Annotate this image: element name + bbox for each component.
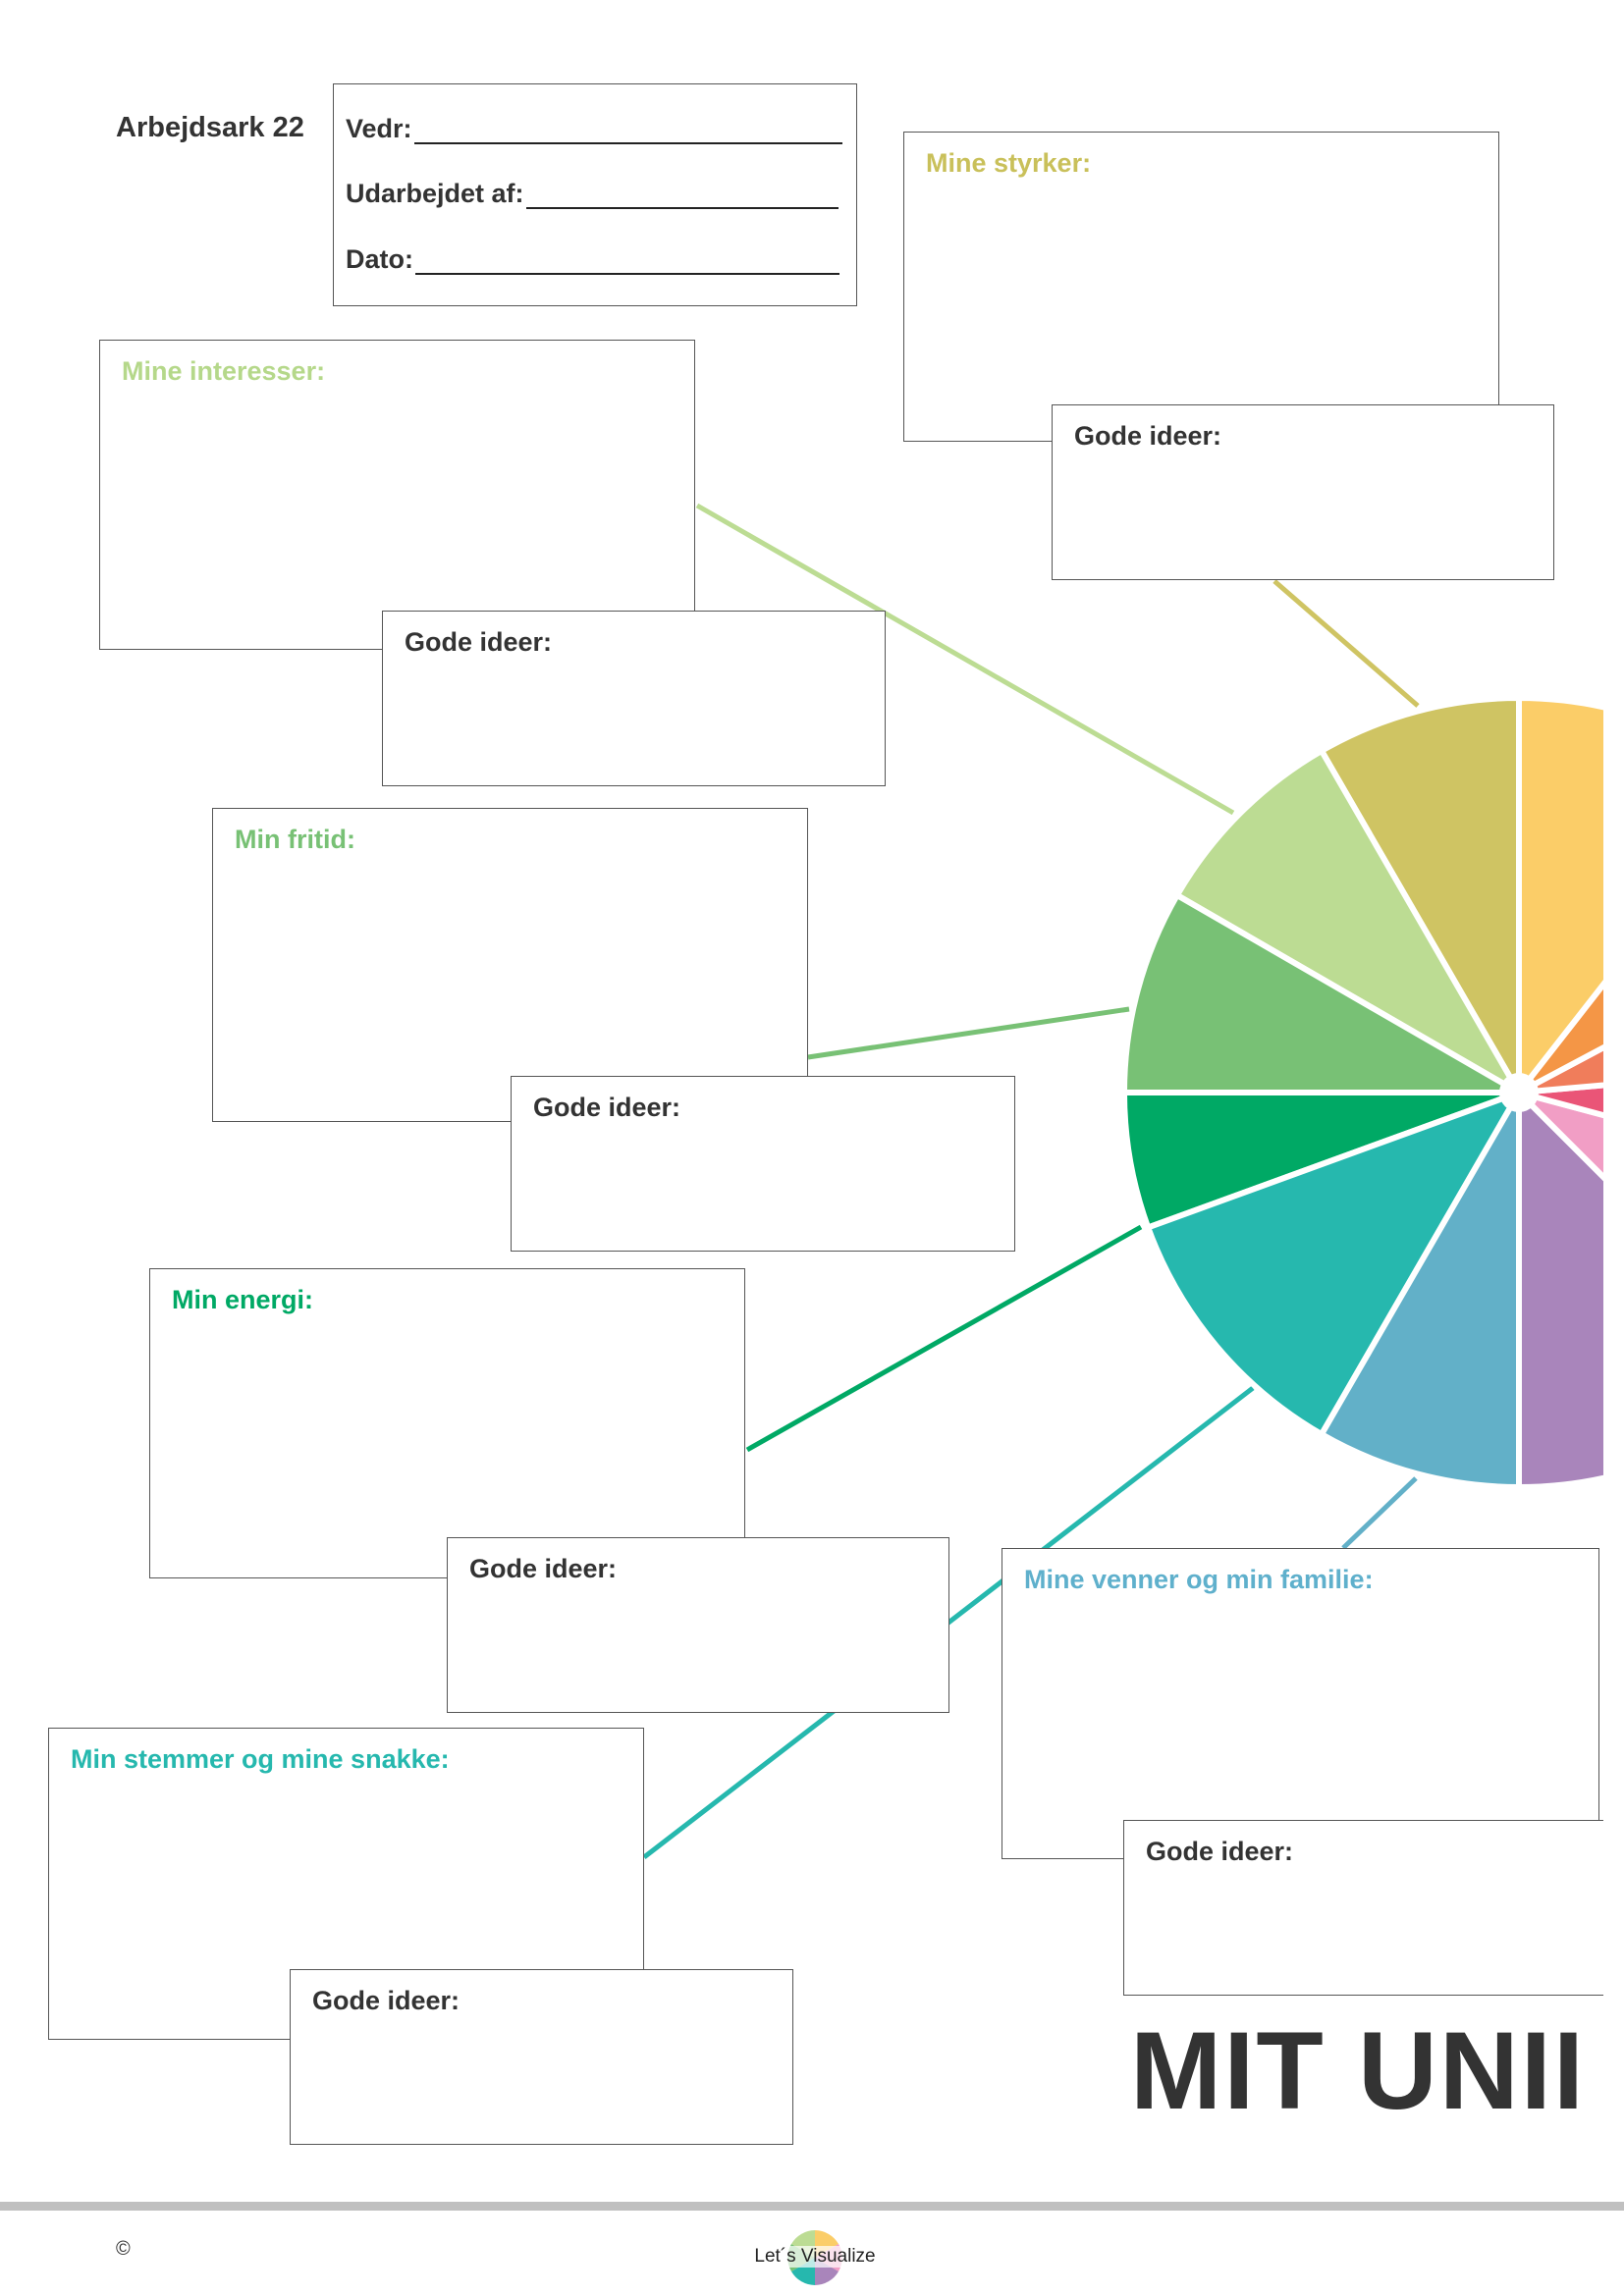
energi-box[interactable]: Min energi: [149,1268,745,1578]
styrker-ideas-label: Gode ideer: [1074,421,1222,451]
venner-ideas-label: Gode ideer: [1146,1837,1294,1866]
field-udarbejdet[interactable]: Udarbejdet af: [346,179,839,209]
interesser-box[interactable]: Mine interesser: [99,340,695,650]
styrker-label: Mine styrker: [926,148,1092,178]
connector-interesser [695,503,1235,816]
energi-ideas-box[interactable]: Gode ideer: [447,1537,949,1713]
copyright-symbol: © [116,2238,131,2260]
lets-visualize-logo: Let´s Visualize [751,2228,879,2287]
wheel-segment-pink [1508,1087,1603,1182]
fritid-ideas-box[interactable]: Gode ideer: [511,1076,1015,1252]
wheel-center [1499,1073,1539,1112]
wheel-segment-stemmer [1144,1087,1526,1439]
header-box: Vedr: Udarbejdet af: Dato: [333,83,857,306]
stemmer-ideas-box[interactable]: Gode ideer: [290,1969,793,2145]
dato-line[interactable] [415,249,839,275]
interesser-ideas-box[interactable]: Gode ideer: [382,611,886,786]
interesser-label: Mine interesser: [122,356,326,386]
field-dato[interactable]: Dato: [346,244,839,275]
fritid-ideas-label: Gode ideer: [533,1093,681,1122]
styrker-box[interactable]: Mine styrker: [903,132,1499,442]
page-right-margin [1603,0,1624,2199]
wheel-segment-venner [1317,1081,1522,1491]
fritid-label: Min fritid: [235,825,355,854]
wheel-segment-fritid [1120,890,1531,1095]
sheet-label: Arbejdsark 22 [116,112,304,143]
stemmer-ideas-label: Gode ideer: [312,1986,460,2015]
connector-energi [745,1224,1143,1453]
connector-styrker [1272,579,1420,708]
wheel-segment-styrker [1317,694,1522,1104]
venner-box[interactable]: Mine venner og min familie: [1001,1548,1599,1859]
footer-divider [0,2202,1624,2211]
field-vedr[interactable]: Vedr: [346,114,842,144]
udarbejdet-line[interactable] [525,184,839,209]
page-title: MIT UNII [1130,2009,1586,2132]
wheel-segment-salmon [1517,1043,1603,1095]
interesser-ideas-label: Gode ideer: [405,627,553,657]
energi-label: Min energi: [172,1285,314,1314]
wheel-segment-yellow [1516,694,1603,1101]
wheel-segment-purple [1516,1085,1603,1491]
styrker-ideas-box[interactable]: Gode ideer: [1052,404,1554,580]
logo-text: Let´s Visualize [751,2246,879,2268]
venner-ideas-box[interactable]: Gode ideer: [1123,1820,1624,1996]
vedr-line[interactable] [413,119,842,144]
energi-ideas-label: Gode ideer: [469,1554,618,1583]
fritid-box[interactable]: Min fritid: [212,808,808,1122]
stemmer-label: Min stemmer og mine snakke: [71,1744,450,1774]
wheel-segment-interesser [1172,746,1528,1101]
connector-venner [1341,1476,1418,1550]
venner-label: Mine venner og min familie: [1024,1565,1374,1594]
connector-fritid [807,1006,1130,1060]
